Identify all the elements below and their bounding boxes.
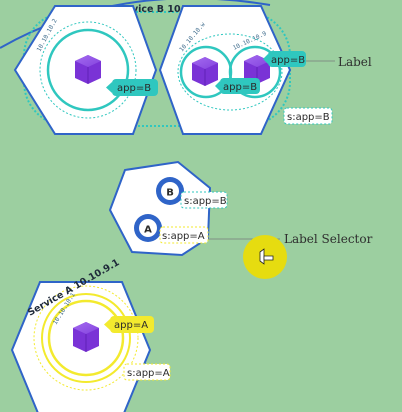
pod-cube-icon (244, 55, 270, 84)
pods-dotted-ring (177, 33, 283, 111)
label-text-right-b: app=B (271, 55, 305, 66)
label-text-left: app=B (117, 83, 151, 94)
selector-text-node-a: s:app=A (162, 231, 205, 242)
label-tag-left (112, 79, 158, 96)
label-tag-pointer (215, 81, 220, 91)
service-a-dotted-ring (33, 285, 139, 391)
selector-text-node-b: s:app=B (184, 196, 227, 207)
node-hexagon-right (158, 5, 292, 135)
selector-tag-node-a (159, 226, 209, 244)
service-b-selector-letter: B (166, 188, 174, 199)
service-b-title: Service B 10.10.9.2 (114, 4, 218, 15)
selector-tag-service-a (123, 363, 171, 381)
service-a-selector-letter: A (144, 225, 152, 236)
label-text-right-a: app=B (223, 82, 257, 93)
selector-tag-service-b (283, 107, 333, 125)
label-text-service-a: app=A (114, 320, 148, 331)
pod-cube-icon (192, 57, 218, 86)
label-tag-pointer (104, 319, 110, 330)
pod-cube-icon (75, 55, 101, 84)
service-a-ring (41, 293, 131, 383)
label-callout-text: Label (338, 55, 372, 69)
pod-cube-icon (73, 322, 99, 352)
label-tag-service-a (110, 316, 154, 333)
label-selector-callout-text: Label Selector (284, 232, 373, 246)
pod-dotted-ring (39, 21, 137, 119)
label-tag-pointer (106, 82, 112, 93)
service-b-selector-inner (161, 182, 179, 200)
selector-tag-node-b (180, 191, 228, 209)
pod-ring (46, 28, 130, 112)
label-tag-right-b (268, 51, 306, 67)
selector-text-service-b: s:app=B (287, 112, 330, 123)
service-a-selector-inner (139, 219, 157, 237)
label-tag-pointer (263, 54, 268, 64)
cursor-icon (259, 248, 274, 265)
label-tag-right-a (220, 78, 260, 94)
selector-text-service-a: s:app=A (127, 368, 170, 379)
pod-ring (228, 45, 282, 99)
pod-ring (47, 299, 125, 377)
